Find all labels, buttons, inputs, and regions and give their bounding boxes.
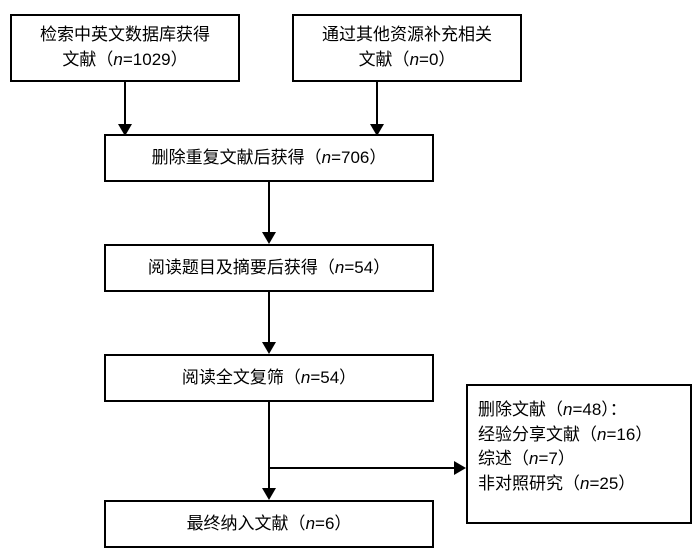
arrowhead-branch-to-excluded xyxy=(454,461,466,475)
node-excluded-reasons: 删除文献（n=48）： 经验分享文献（n=16） 综述（n=7） 非对照研究（n… xyxy=(466,384,692,524)
excluded-row-1: 经验分享文献（n=16） xyxy=(478,424,653,444)
node-title-abstract-screening-text: 阅读题目及摘要后获得（n=54） xyxy=(147,257,391,277)
node-title-abstract-screening: 阅读题目及摘要后获得（n=54） xyxy=(104,244,434,292)
node-final-included: 最终纳入文献（n=6） xyxy=(104,500,434,548)
node-other-sources-text: 通过其他资源补充相关文献（n=0） xyxy=(322,25,492,69)
excluded-row-2: 综述（n=7） xyxy=(478,449,575,469)
arrowhead-dedup-to-title xyxy=(262,232,276,244)
arrowhead-search-to-dedup xyxy=(118,124,132,136)
node-final-included-text: 最终纳入文献（n=6） xyxy=(186,513,352,533)
connector-branch-to-excluded xyxy=(268,467,454,469)
node-search-text: 检索中英文数据库获得文献（n=1029） xyxy=(40,25,210,69)
excluded-row-0: 删除文献（n=48）： xyxy=(478,400,627,419)
arrowhead-fulltext-to-included xyxy=(262,488,276,500)
node-full-text-screening-text: 阅读全文复筛（n=54） xyxy=(181,367,357,387)
node-other-sources: 通过其他资源补充相关文献（n=0） xyxy=(292,14,522,82)
arrowhead-other-to-dedup xyxy=(370,124,384,136)
node-full-text-screening: 阅读全文复筛（n=54） xyxy=(104,354,434,402)
node-search: 检索中英文数据库获得文献（n=1029） xyxy=(10,14,240,82)
excluded-row-3: 非对照研究（n=25） xyxy=(478,473,636,493)
connector-search-vertical xyxy=(124,82,126,134)
node-duplicates-removed-text: 删除重复文献后获得（n=706） xyxy=(151,147,387,167)
connector-dedup-to-title xyxy=(268,182,270,234)
arrowhead-title-to-fulltext xyxy=(262,342,276,354)
node-duplicates-removed: 删除重复文献后获得（n=706） xyxy=(104,134,434,182)
connector-fulltext-to-included xyxy=(268,402,270,490)
connector-title-to-fulltext xyxy=(268,292,270,344)
connector-other-vertical xyxy=(376,82,378,134)
